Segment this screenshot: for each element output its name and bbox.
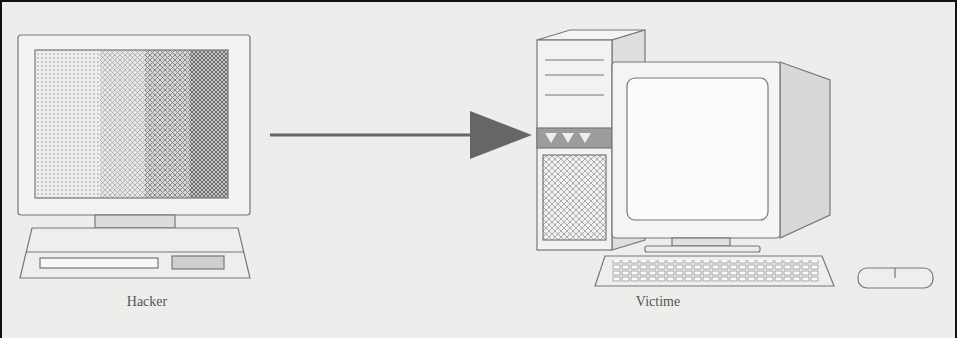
arrow-connector [270, 111, 532, 159]
computer-node: Victime [532, 30, 942, 315]
arrow-shaft [270, 134, 472, 137]
computer-label: Victime [634, 294, 682, 310]
hacker-computer [18, 35, 250, 278]
victim-computer [537, 30, 933, 288]
computer-label: Hacker [125, 294, 169, 310]
computer-node: Hacker [15, 30, 270, 315]
arrow-head [470, 111, 532, 159]
